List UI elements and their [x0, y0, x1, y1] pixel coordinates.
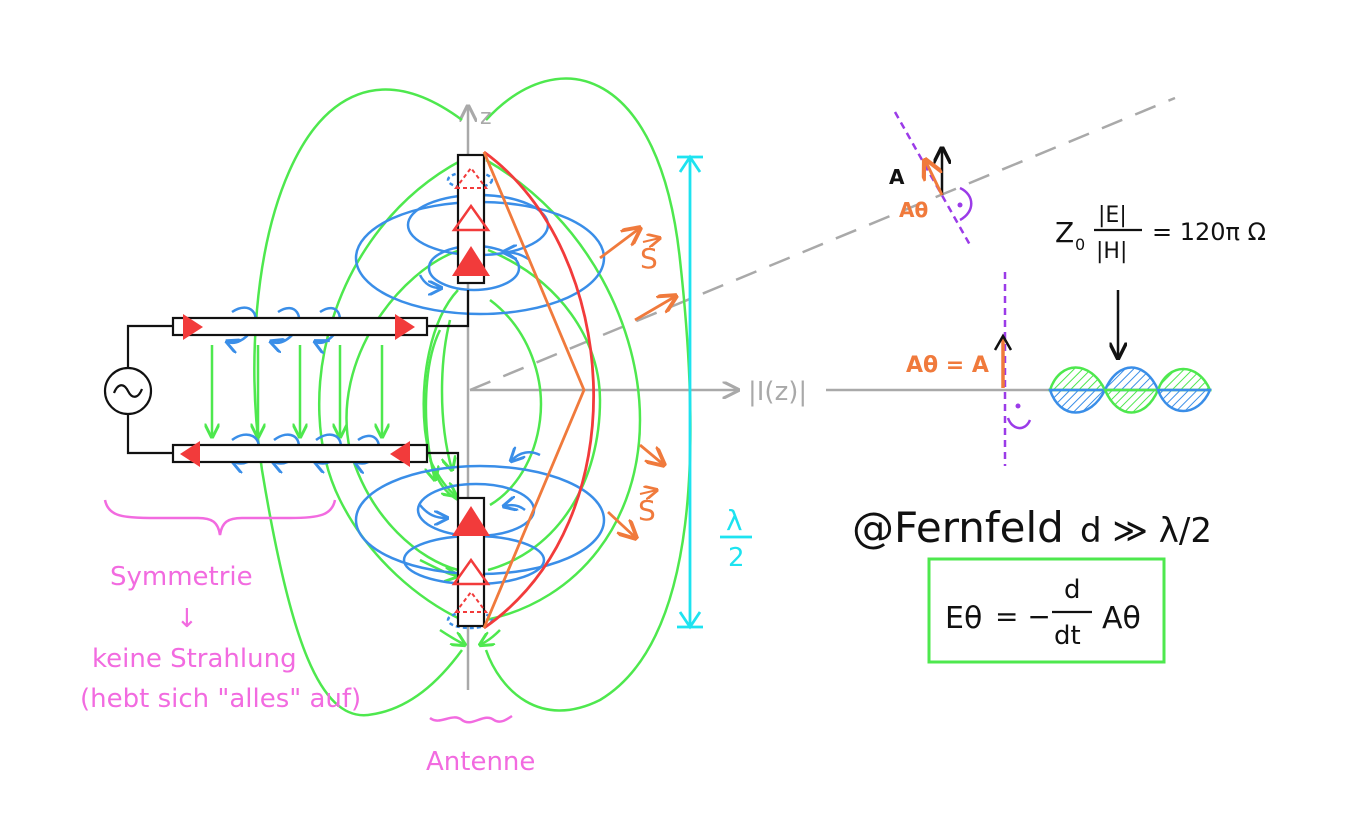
- vector-a-theta-label: Aθ: [899, 198, 928, 222]
- impedance-lhs: Z: [1055, 216, 1074, 249]
- formula-eq: = −: [995, 600, 1051, 633]
- wave-lobe-blue-1: [1048, 388, 1108, 414]
- poynting-arrow-bottom-1: [639, 443, 664, 465]
- h-loop-tip-bottom: [446, 610, 494, 630]
- h-arrow-top-1: [418, 274, 440, 288]
- feed-to-antenna-bottom: [427, 451, 460, 498]
- antenna-brace: [429, 714, 513, 724]
- wavelength-arrow-bottom: [678, 611, 702, 630]
- impedance-den: |H|: [1096, 239, 1127, 264]
- e-loop-inner-right-2: [489, 299, 543, 507]
- vector-a-label: A: [889, 165, 905, 189]
- impedance-rhs: = 120π Ω: [1152, 218, 1266, 246]
- wave-lobe-blue-3: [1156, 388, 1212, 413]
- source-wire-bottom: [126, 414, 173, 455]
- e-loop-feed-left: [426, 329, 442, 480]
- current-arrow-icon: [452, 506, 490, 536]
- line-e-field: [212, 345, 382, 437]
- right-angle-dot: [1015, 403, 1021, 409]
- e-loop-outer-left: [253, 88, 464, 717]
- current-arrow-icon: [183, 314, 203, 340]
- current-envelope-orange: [482, 151, 586, 629]
- ac-source-wave: [112, 384, 144, 398]
- current-envelope-red: [483, 150, 595, 630]
- e-loop-inner-left-1: [345, 248, 461, 572]
- e-arrow-bottom-b: [439, 628, 465, 645]
- current-axis-label: |I(z)|: [748, 377, 807, 407]
- e-arrow-bottom-left: [428, 459, 456, 496]
- farfield-heading: @Fernfeld: [852, 503, 1064, 552]
- formula: Eθ = − d dt Aθ: [945, 575, 1141, 651]
- e-loop-feed-left-2: [440, 319, 452, 470]
- poynting-arrow-bottom-2: [607, 510, 636, 538]
- current-arrow-outline: [451, 557, 491, 586]
- vector-a-theta-up-head: [993, 333, 1013, 351]
- formula-lhs: Eθ: [945, 601, 982, 636]
- right-angle-dot: [957, 202, 963, 208]
- e-loop-inner-right-1: [487, 248, 602, 572]
- wavelength-numerator: λ: [726, 504, 743, 537]
- feed-line: [103, 290, 470, 498]
- current-arrow-icon: [180, 441, 200, 467]
- e-loop-mid-right: [485, 158, 642, 622]
- poynting-vectors: [599, 228, 676, 538]
- wavelength-marker: [677, 154, 752, 630]
- far-field-wave: [1048, 290, 1212, 414]
- current-arrow-icon: [390, 441, 410, 467]
- poynting-label-top: S: [640, 242, 658, 275]
- a-theta-equals-a: Aθ = A: [906, 353, 989, 378]
- poynting-vec-bar-bottom: [639, 490, 657, 494]
- current-arrow-outline: [451, 203, 491, 232]
- wave-lobe-blue-2: [1103, 366, 1160, 392]
- h-arrow-bot-2: [419, 504, 446, 518]
- wave-lobe-green-3: [1156, 367, 1212, 392]
- current-distribution: [482, 150, 595, 630]
- impedance-sub: 0: [1075, 235, 1085, 254]
- symmetry-brace: [103, 499, 337, 536]
- transmission-line-bottom: [171, 443, 429, 464]
- e-arrow-bottom-c: [480, 629, 501, 645]
- note-cancels: (hebt sich "alles" auf): [80, 684, 361, 714]
- impedance-num: |E|: [1098, 203, 1127, 228]
- current-arrow-icon: [452, 246, 490, 276]
- note-symmetry: Symmetrie: [110, 562, 253, 592]
- current-arrow-icon: [395, 314, 415, 340]
- current-arrows: [180, 314, 415, 467]
- h-arrow-bot-3: [505, 505, 526, 510]
- wave-lobe-green-2: [1103, 388, 1160, 414]
- current-arrow-dashed: [454, 590, 488, 613]
- right-angle-icon: [1006, 417, 1032, 430]
- wavelength-denominator: 2: [728, 543, 745, 573]
- formula-num: d: [1064, 575, 1081, 605]
- z-axis-label: z: [480, 105, 492, 130]
- note-antenna: Antenne: [426, 747, 535, 777]
- antenna: [451, 153, 491, 628]
- poynting-label-bottom: S: [638, 494, 656, 527]
- farfield-vectors-horizontal: [993, 272, 1032, 466]
- poynting-arrow-top-1: [599, 228, 640, 260]
- e-loop-outer-right: [484, 77, 692, 712]
- source-wire: [126, 324, 173, 368]
- poynting-arrow-top-2: [634, 296, 676, 322]
- right-angle-icon: [959, 186, 973, 222]
- vector-a-theta-arrow: [925, 160, 944, 196]
- formula-rhs: Aθ: [1102, 601, 1141, 636]
- feed-to-antenna-top: [427, 290, 470, 328]
- wave-lobe-green-1: [1048, 366, 1108, 392]
- formula-box: [927, 557, 1166, 664]
- transmission-line-top: [171, 316, 429, 337]
- poynting-vec-bar-top: [642, 238, 660, 242]
- farfield-condition: d ≫ λ/2: [1080, 511, 1212, 551]
- note-arrow: ↓: [176, 604, 198, 634]
- farfield-vectors-tilted: [893, 111, 973, 246]
- h-arrow-bot-1: [512, 452, 541, 460]
- current-arrow-dashed: [454, 166, 488, 189]
- note-no-radiation: keine Strahlung: [92, 644, 297, 674]
- impedance-formula: Z 0 |E| |H| = 120π Ω: [1055, 203, 1266, 264]
- formula-den: dt: [1054, 621, 1081, 651]
- wavelength-arrow-top: [678, 154, 702, 173]
